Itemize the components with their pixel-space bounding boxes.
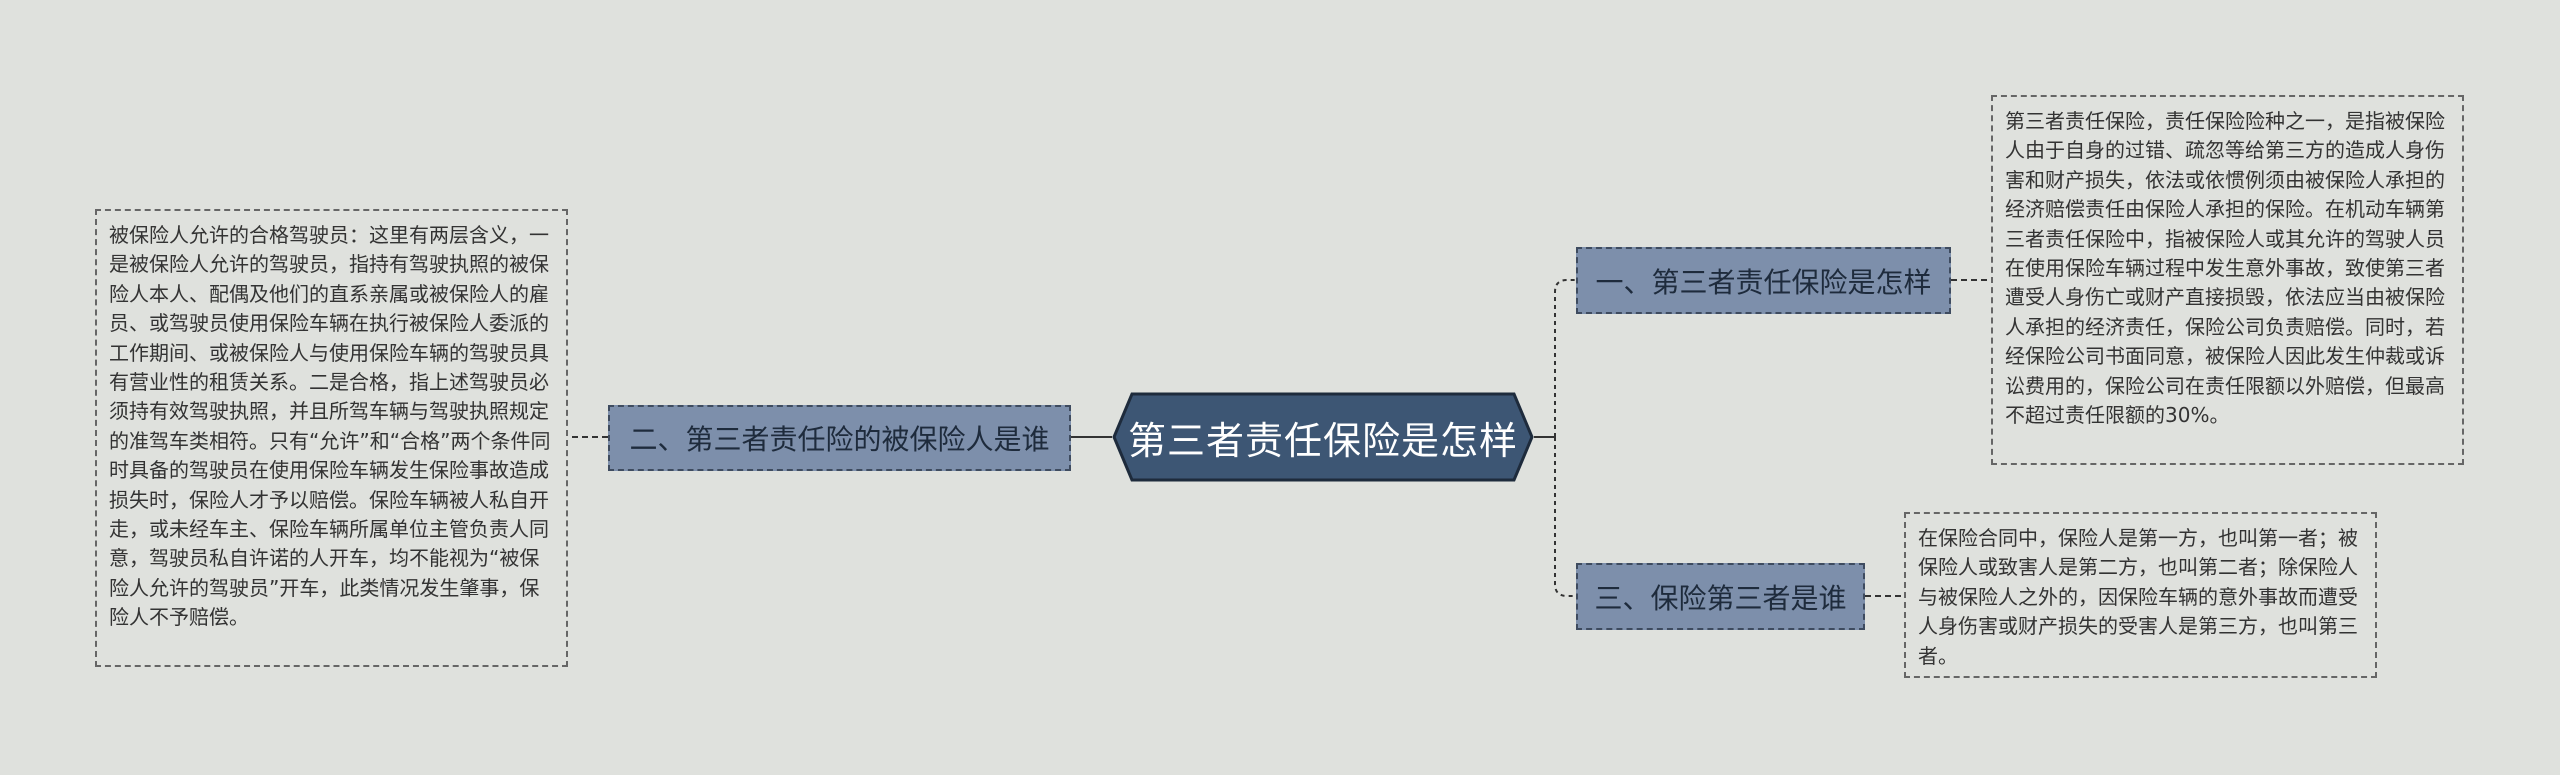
branch-node-1[interactable]: 一、第三者责任保险是怎样 <box>1576 247 1951 314</box>
connector-root-branch-3 <box>1554 437 1576 597</box>
root-node[interactable]: 第三者责任保险是怎样 <box>1112 392 1534 482</box>
branch-node-3[interactable]: 三、保险第三者是谁 <box>1576 563 1865 630</box>
root-shape <box>1112 392 1534 482</box>
leaf-node-3: 在保险合同中，保险人是第一方，也叫第一者；被保险人或致害人是第二方，也叫第二者；… <box>1904 512 2377 678</box>
root-label: 第三者责任保险是怎样 <box>1127 418 1518 463</box>
leaf-node-1: 第三者责任保险，责任保险险种之一，是指被保险人由于自身的过错、疏忽等给第三方的造… <box>1991 95 2464 465</box>
leaf-node-2: 被保险人允许的合格驾驶员：这里有两层含义，一是被保险人允许的驾驶员，指持有驾驶执… <box>95 209 568 667</box>
connector-root-branch-1 <box>1554 279 1576 437</box>
branch-node-2[interactable]: 二、第三者责任险的被保险人是谁 <box>608 405 1071 471</box>
